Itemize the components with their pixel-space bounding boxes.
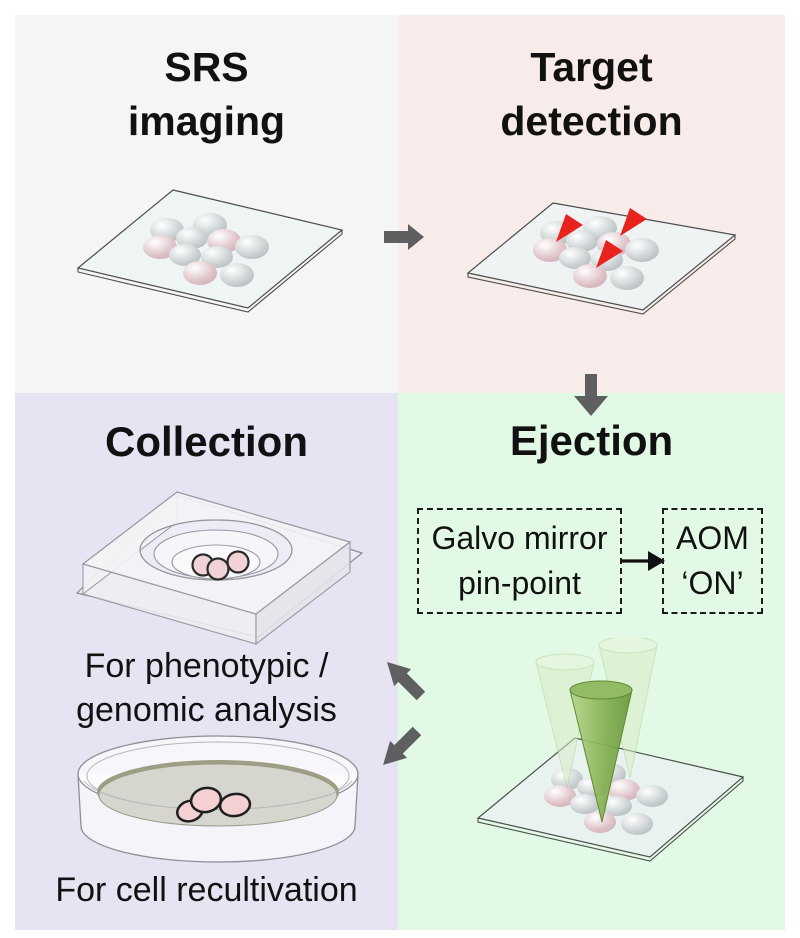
laser-cone-inactive: [598, 638, 658, 779]
title-line: detection: [500, 98, 683, 145]
cell-cluster: [533, 216, 659, 290]
aom-box-label: AOM: [676, 519, 749, 556]
collected-cells: [191, 550, 250, 581]
collection-title: Collection: [104, 418, 308, 465]
title-line: Target: [530, 44, 653, 90]
caption-line: For phenotypic /: [84, 647, 329, 685]
collection-chamber-illustration: [75, 490, 364, 646]
title-line: SRS: [164, 44, 249, 90]
recultivation-caption: For cell recultivation: [55, 871, 358, 909]
laser-cone-active: [569, 680, 633, 823]
target-marker-icon: [596, 240, 623, 268]
analysis-caption: For phenotypic / genomic analysis: [15, 645, 398, 732]
panel-target-detection: [398, 15, 785, 393]
target-slide-illustration: [466, 202, 737, 315]
target-marker-icon: [620, 208, 647, 236]
cell-cluster: [143, 213, 269, 287]
caption-line: genomic analysis: [76, 690, 337, 729]
galvo-box-label: Galvo mirror: [431, 519, 608, 556]
target-detection-title: Target detection: [398, 40, 785, 148]
galvo-to-aom-arrow-icon: [621, 551, 665, 571]
ejection-title: Ejection: [509, 417, 674, 464]
flow-arrow-up-left-icon: [387, 662, 426, 701]
target-marker-icon: [556, 214, 583, 242]
title-line: imaging: [127, 98, 286, 145]
srs-slide-illustration: [76, 189, 344, 313]
galvo-box-label: pin-point: [458, 565, 581, 601]
flow-arrow-down-icon: [574, 374, 608, 416]
srs-imaging-title: SRS imaging: [15, 40, 398, 148]
galvo-mirror-box: Galvo mirror pin-point: [417, 508, 622, 614]
recultivated-cells: [176, 786, 252, 823]
aom-on-box: AOM ‘ON’: [662, 508, 763, 614]
petri-dish-illustration: [77, 735, 359, 863]
ejection-illustration: [476, 638, 745, 862]
aom-box-label: ‘ON’: [681, 565, 744, 601]
flow-arrow-right-icon: [384, 224, 424, 250]
flow-arrow-down-left-icon: [383, 726, 422, 765]
